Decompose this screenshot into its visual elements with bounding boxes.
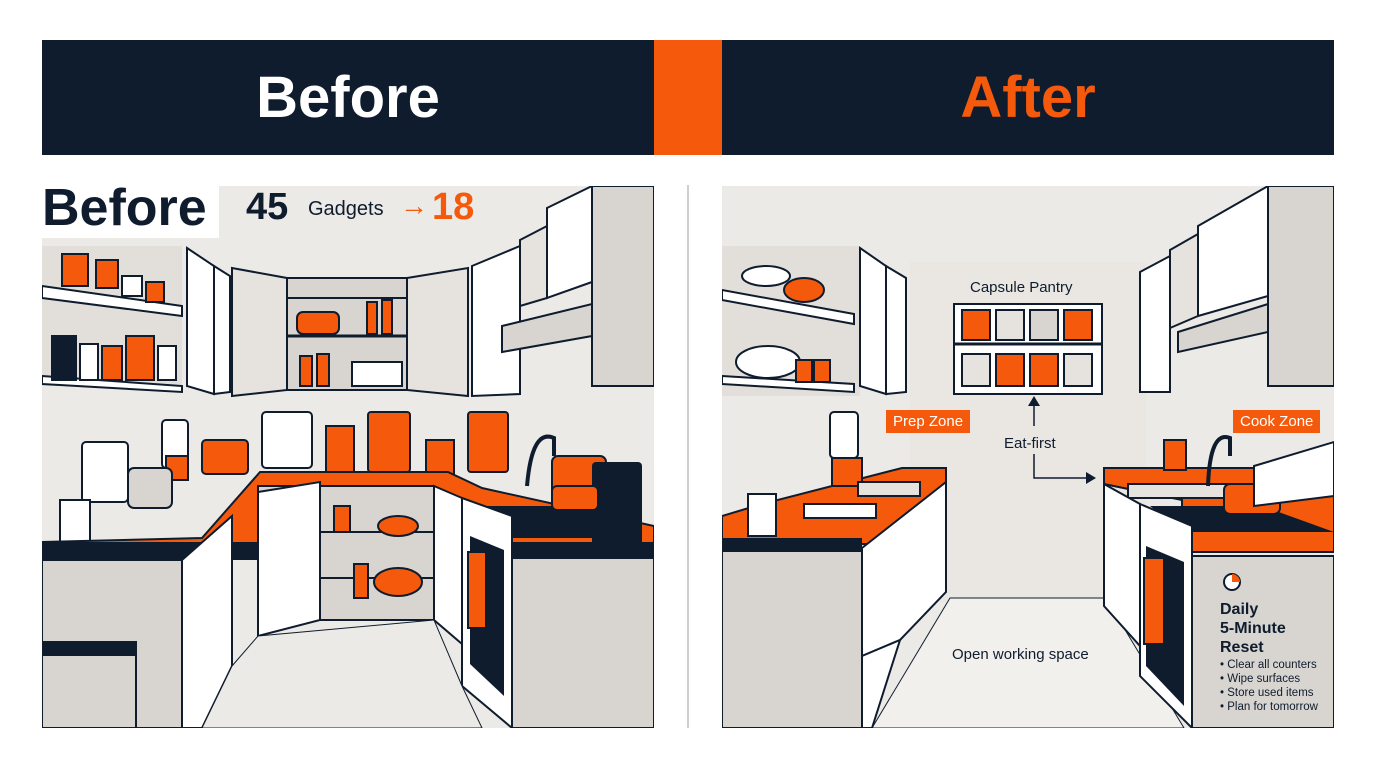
daily-reset-title: Daily 5-Minute Reset	[1220, 600, 1286, 657]
reset-item: Store used items	[1220, 686, 1318, 700]
after-header-bar: After	[722, 40, 1334, 155]
prep-zone-tag: Prep Zone	[886, 410, 971, 433]
reset-item: Wipe surfaces	[1220, 672, 1318, 686]
open-space-label: Open working space	[952, 646, 1089, 663]
capsule-pantry-label: Capsule Pantry	[970, 279, 1073, 296]
gadget-count-before: 45	[246, 186, 289, 228]
before-kitchen-panel: Before 45 Gadgets → 18	[42, 178, 654, 728]
reset-title-line: Reset	[1220, 639, 1264, 656]
organized-kitchen-illustration	[722, 186, 1334, 728]
before-panel-heading: Before	[42, 178, 219, 238]
reset-item: Plan for tomorrow	[1220, 700, 1318, 714]
before-header-title: Before	[256, 65, 440, 130]
reset-title-line: 5-Minute	[1220, 620, 1286, 637]
cook-zone-tag: Cook Zone	[1233, 410, 1321, 433]
before-header-bar: Before	[42, 40, 654, 155]
header-accent-gap	[654, 40, 722, 155]
reset-title-line: Daily	[1220, 601, 1259, 618]
gadgets-label: Gadgets	[308, 198, 384, 220]
reset-item: Clear all counters	[1220, 658, 1318, 672]
daily-reset-checklist: Clear all counters Wipe surfaces Store u…	[1220, 658, 1318, 714]
arrow-right-icon: →	[400, 190, 428, 221]
eat-first-label: Eat-first	[1004, 435, 1056, 452]
panel-divider	[687, 185, 689, 728]
after-header-title: After	[960, 65, 1096, 130]
gadget-count-after: 18	[432, 186, 475, 228]
cluttered-kitchen-illustration	[42, 186, 654, 728]
after-kitchen-panel: Capsule Pantry Prep Zone Cook Zone Eat-f…	[722, 186, 1334, 728]
